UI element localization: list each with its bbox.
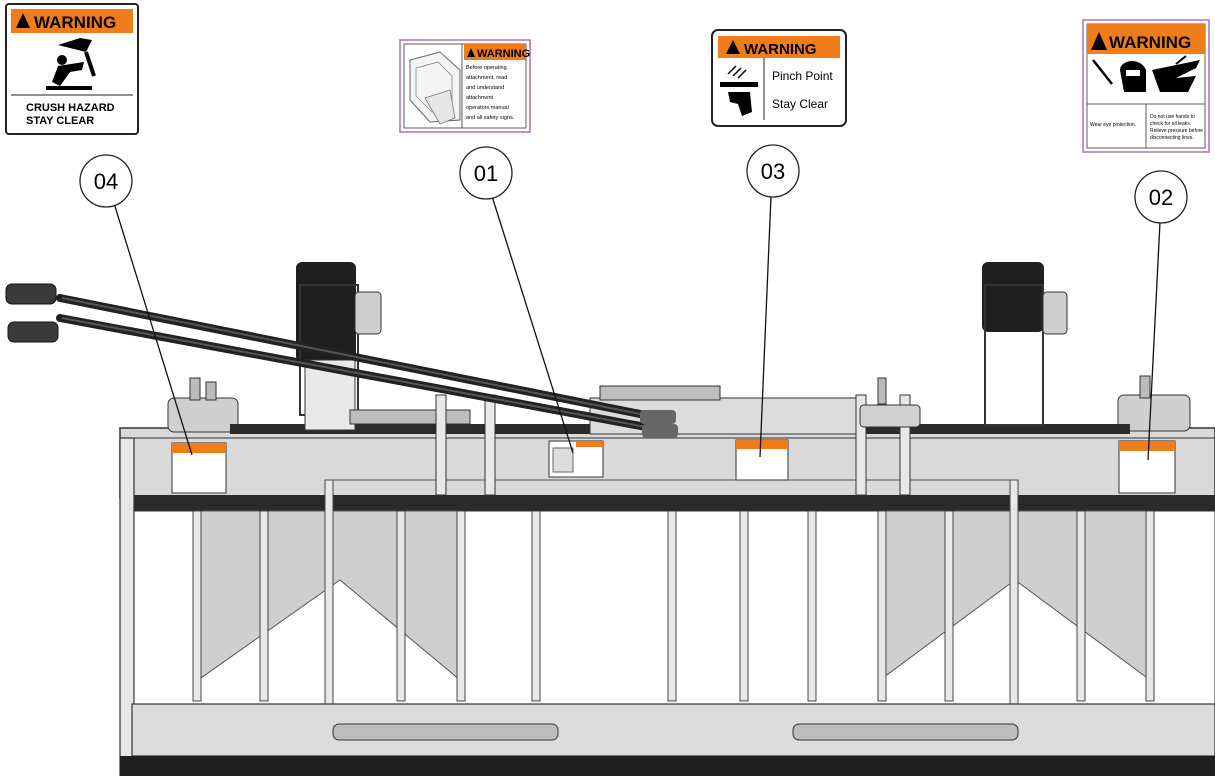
machine-decal-crush	[171, 442, 227, 494]
manual-line5: operators manual	[466, 105, 509, 111]
eye-right-line4: disconnecting lines.	[1150, 135, 1194, 141]
hose-leak-icon	[1152, 55, 1200, 92]
grapple-bucket	[119, 427, 1215, 776]
warning-triangle-icon	[467, 48, 475, 57]
pinch-line1: Pinch Point	[772, 69, 833, 83]
eye-header: WARNING	[1109, 33, 1191, 52]
machine-decal-pinch	[735, 439, 789, 481]
coupler-icon	[5, 283, 57, 305]
callout-01-label: 01	[474, 161, 498, 186]
manual-line3: and understand	[466, 85, 504, 91]
pinch-header: WARNING	[744, 41, 817, 58]
manual-line4: attachment	[466, 95, 494, 101]
callout-02-label: 02	[1149, 185, 1173, 210]
decal-read-manual: WARNING Before operating attachment, rea…	[399, 39, 531, 133]
coupler-icon	[7, 321, 59, 343]
warning-triangle-icon	[1091, 32, 1107, 50]
eye-protection-icon	[1092, 59, 1146, 92]
crush-hazard-icon	[46, 38, 96, 90]
decal-crush-hazard: WARNING CRUSH HAZARD STAY CLEAR	[5, 3, 139, 135]
manual-line1: Before operating	[466, 65, 507, 71]
crush-line2: STAY CLEAR	[26, 115, 94, 127]
crush-line1: CRUSH HAZARD	[26, 102, 115, 114]
callout-02: 02	[1134, 170, 1188, 224]
leader-lines	[112, 192, 1161, 461]
machine-decal-manual	[548, 440, 604, 478]
hydraulic-hoses	[5, 283, 678, 438]
callout-03-label: 03	[761, 159, 785, 184]
crush-header: WARNING	[34, 13, 116, 32]
callout-04-label: 04	[94, 169, 118, 194]
machine-decal-eye	[1118, 440, 1176, 494]
pinch-line2: Stay Clear	[772, 97, 828, 111]
callout-04: 04	[79, 154, 133, 208]
callout-01: 01	[459, 146, 513, 200]
eye-left-text: Wear eye protection.	[1090, 122, 1136, 128]
eye-right-line1: Do not use hands to	[1150, 114, 1195, 120]
pinch-point-icon	[720, 65, 758, 116]
callout-03: 03	[746, 144, 800, 198]
manual-line6: and all safety signs.	[466, 115, 515, 121]
manual-header: WARNING	[477, 48, 530, 60]
manual-book-icon	[409, 51, 461, 125]
eye-right-line3: Relieve pressure before	[1150, 128, 1203, 134]
eye-right-line2: check for oil leaks.	[1150, 121, 1191, 127]
warning-triangle-icon	[16, 13, 30, 28]
decal-pinch-point: WARNING Pinch Point Stay Clear	[711, 29, 847, 127]
decal-eye-protection: WARNING Wear eye protection. Do not use …	[1082, 19, 1210, 153]
manual-line2: attachment, read	[466, 75, 507, 81]
warning-triangle-icon	[726, 40, 740, 54]
